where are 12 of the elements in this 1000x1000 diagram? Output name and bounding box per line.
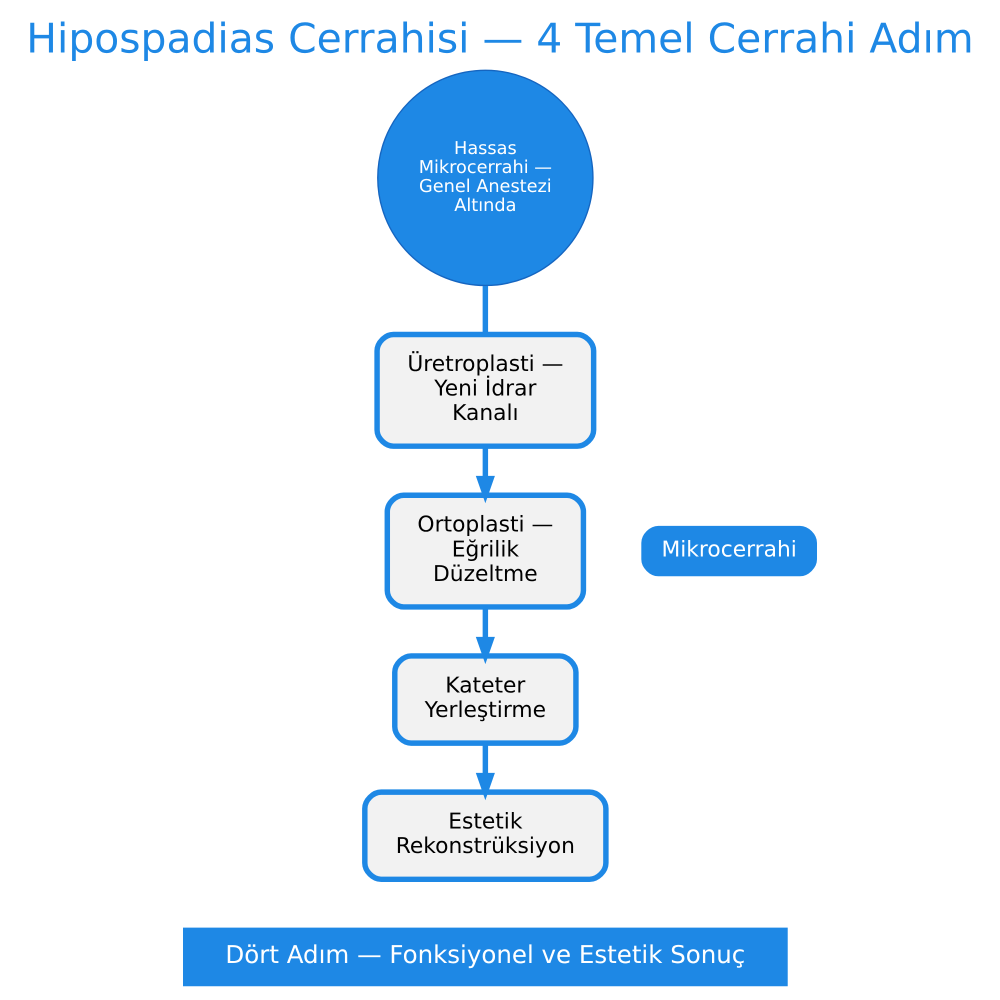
- node-box: Mikrocerrahi: [641, 526, 817, 576]
- arrow: [476, 607, 495, 664]
- diagram-title: Hipospadias Cerrahisi — 4 Temel Cerrahi Adım: [26, 14, 974, 63]
- node-box: Üretroplasti — Yeni İdrar Kanalı: [374, 332, 596, 449]
- connector: [482, 286, 488, 334]
- arrow: [476, 446, 495, 504]
- node-box: Ortoplasti — Eğrilik Düzeltme: [384, 492, 586, 610]
- node-box: Kateter Yerleştirme: [392, 653, 579, 746]
- node-circle: Hassas Mikrocerrahi — Genel Anestezi Altında: [377, 70, 594, 286]
- node-box: Dört Adım — Fonksiyonel ve Estetik Sonuç: [183, 928, 788, 986]
- arrow: [476, 743, 495, 800]
- node-box: Estetik Rekonstrüksiyon: [362, 789, 609, 882]
